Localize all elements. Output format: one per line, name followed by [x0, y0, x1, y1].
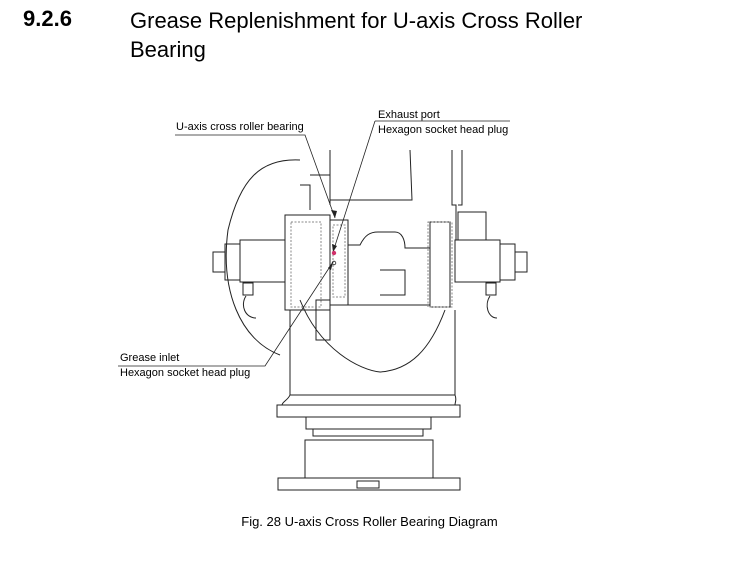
right-motor-body — [454, 239, 501, 283]
base-ring — [305, 416, 432, 430]
right-connector — [485, 282, 497, 296]
callout-exhaust-port: Exhaust port — [378, 109, 440, 121]
callout-grease-inlet: Grease inlet — [120, 352, 180, 364]
center-notch — [380, 269, 406, 296]
left-housing — [284, 214, 331, 311]
right-reducer-dashed — [427, 221, 453, 308]
upper-arm — [329, 149, 413, 201]
base-ring-2 — [312, 428, 424, 437]
center-yoke — [347, 231, 431, 306]
base-foot — [277, 477, 461, 491]
exhaust-port-marker — [331, 250, 337, 256]
body-side-left — [281, 394, 457, 406]
right-encoder — [514, 251, 528, 273]
callout-exhaust-plug: Hexagon socket head plug — [378, 124, 509, 136]
right-bearing-block — [429, 221, 451, 308]
leader-bearing — [175, 134, 336, 219]
leader-inlet — [118, 261, 334, 367]
section-title-line-2: Bearing — [130, 37, 206, 62]
base-drum — [304, 439, 434, 479]
arrow-exhaust — [332, 244, 337, 252]
leader-exhaust — [332, 120, 510, 253]
right-cable — [486, 295, 498, 319]
base-plate — [276, 404, 461, 418]
section-title-line-1: Grease Replenishment for U-axis Cross Ro… — [130, 8, 583, 33]
arrow-bearing — [331, 210, 337, 218]
arrow-inlet — [328, 262, 333, 270]
arm-outline-arc-left — [225, 159, 301, 356]
left-connector — [242, 282, 254, 296]
section-title: Grease Replenishment for U-axis Cross Ro… — [130, 6, 690, 64]
left-encoder — [212, 251, 226, 273]
right-motor-flange — [499, 243, 516, 281]
left-reducer-dashed — [290, 221, 322, 308]
callout-inlet-plug: Hexagon socket head plug — [120, 367, 251, 379]
lower-body — [289, 310, 456, 396]
upper-arm-side — [300, 174, 331, 210]
lower-block — [315, 299, 331, 341]
base-foot-slot — [356, 480, 380, 489]
cable-tube — [451, 150, 463, 240]
figure-caption: Fig. 28 U-axis Cross Roller Bearing Diag… — [241, 514, 498, 529]
callout-bearing: U-axis cross roller bearing — [176, 121, 304, 133]
section-number: 9.2.6 — [23, 6, 72, 31]
left-cable — [242, 295, 257, 319]
left-motor-body — [239, 239, 286, 283]
grease-inlet-marker — [331, 260, 337, 266]
swing-arc — [299, 299, 446, 373]
cable-box — [457, 211, 487, 241]
